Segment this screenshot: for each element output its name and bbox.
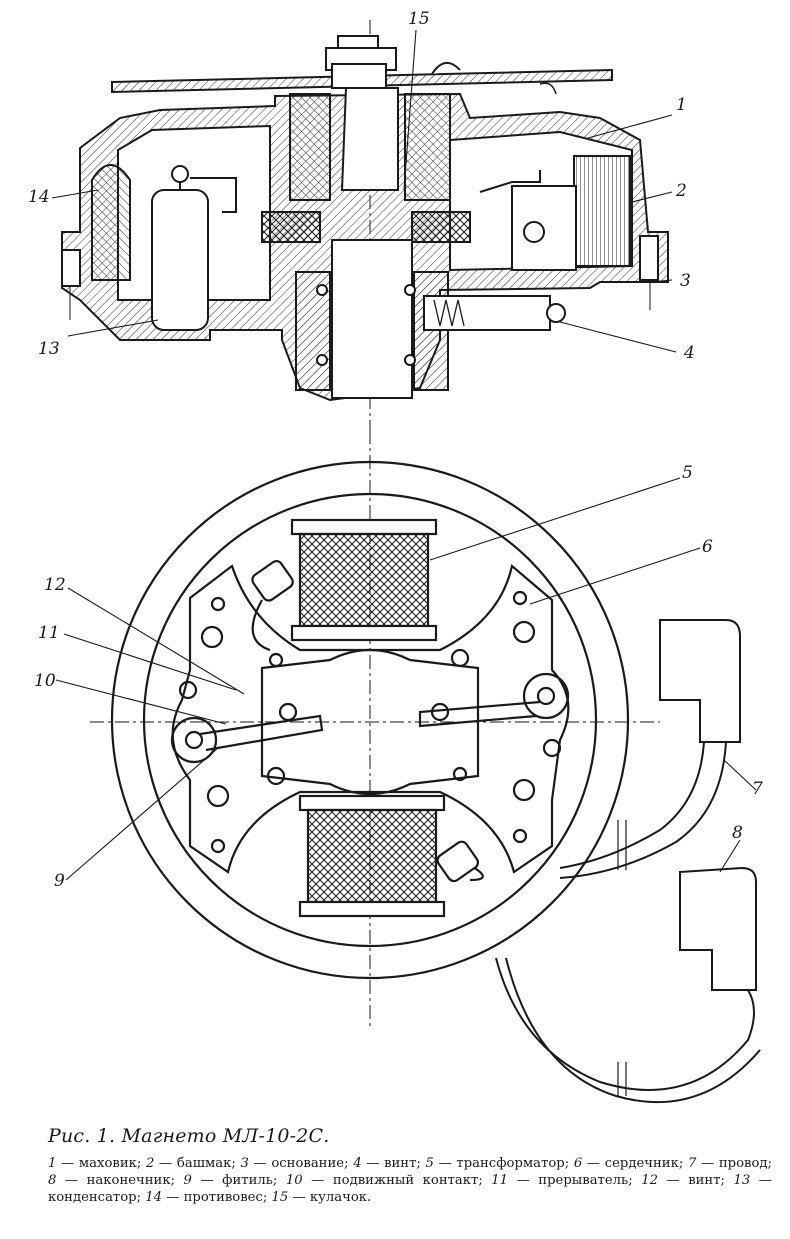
legend-number: 4 — [353, 1156, 362, 1171]
legend-number: 15 — [271, 1190, 289, 1205]
callout-3: 3 — [680, 271, 691, 291]
legend-text: сердечник; — [604, 1156, 684, 1171]
legend-item: 13 — конденсатор; — [48, 1173, 772, 1205]
legend-text: фитиль; — [222, 1173, 278, 1188]
legend-item: 10 — подвижный контакт; — [285, 1173, 483, 1188]
figure-legend: 1 — маховик; 2 — башмак; 3 — основание; … — [48, 1155, 772, 1206]
legend-text: маховик; — [78, 1156, 142, 1171]
legend-number: 7 — [687, 1156, 697, 1171]
legend-number: 8 — [48, 1173, 57, 1188]
legend-text: башмак; — [176, 1156, 236, 1171]
legend-text: трансформатор; — [456, 1156, 570, 1171]
callout-7: 7 — [752, 779, 763, 799]
callout-13: 13 — [38, 339, 60, 359]
callout-labels: 1 2 3 4 5 6 7 8 9 10 11 12 13 14 15 — [28, 9, 763, 891]
legend-item: 14 — противовес; — [145, 1190, 268, 1205]
legend-text: кулачок. — [309, 1190, 372, 1205]
legend-item: 7 — провод; — [687, 1156, 772, 1171]
callout-4: 4 — [683, 343, 695, 363]
legend-item: 9 — фитиль; — [183, 1173, 278, 1188]
legend-text: подвижный контакт; — [332, 1173, 483, 1188]
leader-lines-bottom — [55, 477, 757, 881]
legend-text: противовес; — [183, 1190, 268, 1205]
legend-item: 12 — винт; — [641, 1173, 725, 1188]
legend-item: 11 — прерыватель; — [491, 1173, 633, 1188]
legend-number: 2 — [145, 1156, 155, 1171]
callout-1: 1 — [676, 95, 687, 115]
callout-14: 14 — [28, 187, 50, 207]
callout-11: 11 — [38, 623, 60, 643]
callout-9: 9 — [54, 871, 65, 891]
legend-number: 3 — [240, 1156, 249, 1171]
legend-text: наконечник; — [86, 1173, 176, 1188]
legend-text: прерыватель; — [538, 1173, 633, 1188]
wire-and-terminals — [495, 619, 761, 1104]
legend-number: 9 — [183, 1173, 192, 1188]
legend-text: винт; — [688, 1173, 725, 1188]
legend-number: 5 — [425, 1156, 434, 1171]
legend-item: 5 — трансформатор; — [425, 1156, 570, 1171]
legend-text: основание; — [271, 1156, 349, 1171]
legend-number: 14 — [145, 1190, 163, 1205]
legend-item: 2 — башмак; — [145, 1156, 236, 1171]
cross-section-view — [61, 20, 669, 440]
legend-text: провод; — [718, 1156, 772, 1171]
legend-item: 3 — основание; — [240, 1156, 349, 1171]
callout-6: 6 — [702, 537, 713, 557]
legend-number: 11 — [491, 1173, 509, 1188]
legend-item: 1 — маховик; — [48, 1156, 142, 1171]
legend-item: 8 — наконечник; — [48, 1173, 176, 1188]
callout-12: 12 — [44, 575, 66, 595]
magneto-drawing: 1 2 3 4 5 6 7 8 9 10 11 12 13 14 15 — [28, 9, 763, 1104]
legend-number: 6 — [573, 1156, 583, 1171]
callout-2: 2 — [675, 181, 687, 201]
figure-caption-title: Рис. 1. Магнето МЛ-10-2С. — [48, 1125, 330, 1147]
leader-lines-top — [51, 29, 677, 353]
legend-number: 13 — [733, 1173, 751, 1188]
callout-5: 5 — [682, 463, 693, 483]
legend-text: винт; — [384, 1156, 421, 1171]
legend-number: 1 — [48, 1156, 57, 1171]
callout-8: 8 — [732, 823, 743, 843]
legend-item: 6 — сердечник; — [573, 1156, 684, 1171]
legend-item: 15 — кулачок. — [271, 1190, 372, 1205]
legend-number: 10 — [285, 1173, 303, 1188]
plan-view — [90, 430, 660, 1030]
legend-number: 12 — [641, 1173, 658, 1188]
legend-text: конденсатор; — [48, 1190, 142, 1205]
callout-10: 10 — [34, 671, 56, 691]
legend-item: 4 — винт; — [353, 1156, 421, 1171]
callout-15: 15 — [408, 9, 430, 29]
